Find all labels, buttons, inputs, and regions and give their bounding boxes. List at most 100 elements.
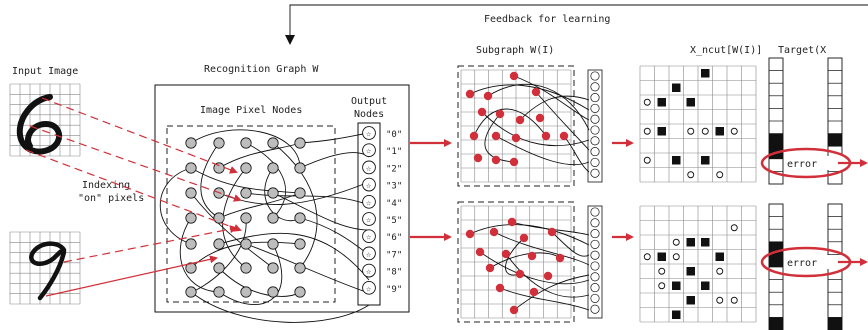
subgraph-edge bbox=[499, 287, 590, 311]
output-node bbox=[362, 229, 376, 244]
open-cell bbox=[643, 127, 651, 135]
indexing-arrow bbox=[63, 225, 238, 263]
indexing-arrow bbox=[41, 97, 238, 174]
error-top: error bbox=[760, 147, 868, 179]
output-node bbox=[362, 160, 376, 175]
subgraph-box bbox=[457, 65, 575, 187]
active-node bbox=[541, 131, 551, 141]
active-node bbox=[475, 247, 485, 257]
filled-cell bbox=[672, 83, 681, 92]
graph-edge bbox=[218, 267, 301, 297]
active-node bbox=[509, 157, 519, 167]
pixel-node bbox=[294, 187, 306, 199]
pixel-node bbox=[267, 162, 279, 174]
open-cell bbox=[643, 156, 651, 164]
indexing-arrow bbox=[45, 255, 218, 297]
subgraph-edge bbox=[479, 251, 590, 285]
active-node bbox=[507, 217, 517, 227]
subgraph-edge bbox=[484, 113, 515, 163]
filled-cell bbox=[701, 69, 710, 78]
active-node bbox=[543, 271, 553, 281]
input-image-label: Input Image bbox=[12, 66, 78, 77]
open-cell bbox=[716, 267, 724, 275]
graph-edge bbox=[245, 243, 370, 294]
filled-cell bbox=[686, 98, 695, 107]
xncut-matrix-bottom bbox=[639, 205, 757, 323]
open-cell bbox=[658, 282, 666, 290]
pixel-node bbox=[240, 238, 252, 250]
open-cell bbox=[730, 224, 738, 232]
open-cell bbox=[730, 127, 738, 135]
filled-cell bbox=[715, 127, 724, 136]
filled-cell bbox=[701, 281, 710, 290]
filled-cell bbox=[686, 238, 695, 247]
pixel-node bbox=[240, 286, 252, 298]
output-node bbox=[362, 246, 376, 261]
subgraph-output-node bbox=[590, 125, 600, 135]
active-node bbox=[477, 107, 487, 117]
indexing-arrow bbox=[29, 125, 242, 202]
subgraph-output-node bbox=[590, 304, 600, 314]
subgraph-output-node bbox=[590, 136, 600, 146]
output-digit-label: "9" bbox=[386, 285, 402, 295]
graph-edge bbox=[245, 192, 370, 206]
output-node bbox=[362, 194, 376, 209]
active-node bbox=[495, 283, 505, 293]
subgraph-edge bbox=[505, 237, 525, 276]
open-cell bbox=[701, 127, 709, 135]
output-digit-label: "0" bbox=[386, 130, 402, 140]
subgraph-output-node bbox=[590, 82, 600, 92]
open-cell bbox=[687, 171, 695, 179]
subgraph-top bbox=[457, 65, 603, 187]
filled-cell bbox=[701, 238, 710, 247]
subgraph-bottom bbox=[457, 201, 603, 323]
subgraph-edge bbox=[563, 135, 590, 173]
filled-cell bbox=[701, 156, 710, 165]
digit-six-stroke bbox=[16, 94, 63, 155]
active-node bbox=[529, 287, 539, 297]
output-node-star: ☆ bbox=[366, 284, 372, 294]
output-node-star: ☆ bbox=[366, 147, 372, 157]
pixel-node bbox=[294, 262, 306, 274]
pixel-node-grid bbox=[185, 137, 306, 298]
graph-edge bbox=[190, 192, 274, 269]
open-cell bbox=[643, 253, 651, 261]
graph-edge bbox=[272, 142, 318, 269]
pixel-node bbox=[267, 262, 279, 274]
output-nodes-label-2: Nodes bbox=[354, 109, 384, 120]
subgraph-output-node bbox=[590, 239, 600, 249]
filled-cell bbox=[657, 252, 666, 261]
pixel-node bbox=[267, 212, 279, 224]
subgraph-edge bbox=[551, 231, 590, 257]
output-node bbox=[362, 212, 376, 226]
subgraph-output-node bbox=[590, 283, 600, 293]
pixel-node bbox=[294, 286, 306, 298]
graph-edge bbox=[218, 192, 301, 219]
filled-cell bbox=[657, 98, 666, 107]
subgraph-output-column bbox=[587, 205, 603, 319]
output-node bbox=[362, 143, 376, 158]
pixel-node bbox=[185, 162, 197, 174]
vector-cell-on bbox=[769, 317, 783, 330]
pixel-node bbox=[294, 238, 306, 250]
output-digit-label: "8" bbox=[386, 268, 402, 278]
subgraph-output-node bbox=[590, 93, 600, 103]
output-node-star: ☆ bbox=[366, 164, 372, 174]
xncut-matrix-top bbox=[639, 65, 757, 183]
active-node bbox=[495, 109, 505, 119]
filled-cell bbox=[672, 156, 681, 165]
subgraph-edge bbox=[493, 231, 590, 266]
output-digit-label: "2" bbox=[386, 164, 402, 174]
pixel-node bbox=[213, 262, 225, 274]
input-image-bottom bbox=[9, 231, 81, 305]
active-node bbox=[559, 131, 569, 141]
graph-edge bbox=[264, 167, 301, 222]
open-cell bbox=[672, 253, 680, 261]
filled-cell bbox=[715, 252, 724, 261]
pixel-node bbox=[185, 286, 197, 298]
pixel-node bbox=[294, 212, 306, 224]
subgraph-output-node bbox=[590, 168, 600, 178]
active-node bbox=[469, 131, 479, 141]
vector-cell-on bbox=[828, 133, 842, 147]
output-node-star: ☆ bbox=[366, 130, 372, 140]
